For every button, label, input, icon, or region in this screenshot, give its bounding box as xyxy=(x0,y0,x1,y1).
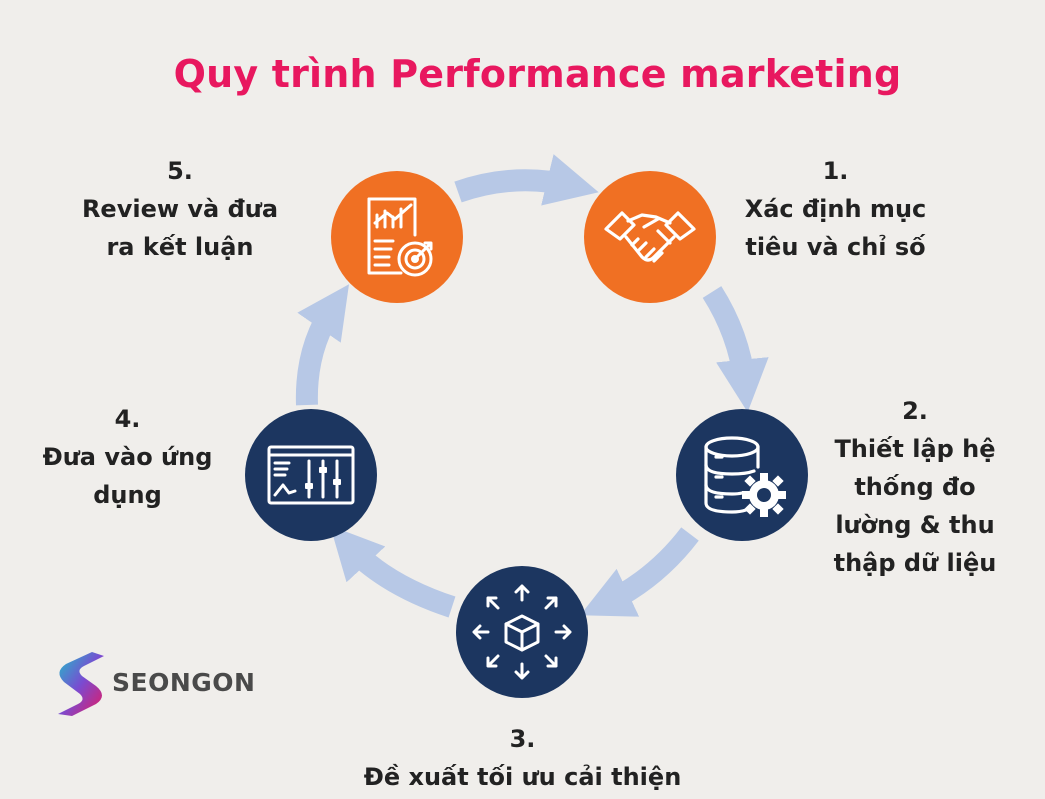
step-3-node xyxy=(456,566,588,698)
step-4-node xyxy=(245,409,377,541)
step-2-label: 2. Thiết lập hệ thống đo lường & thu thậ… xyxy=(820,392,1010,582)
step-text: Đề xuất tối ưu cải thiện xyxy=(363,763,682,791)
arrow-3-to-4 xyxy=(330,525,456,618)
database-gear-icon xyxy=(704,436,786,517)
dashboard-sliders-icon xyxy=(267,445,355,505)
box-expand-icon xyxy=(472,584,572,680)
step-4-label: 4. Đưa vào ứng dụng xyxy=(15,400,240,514)
handshake-icon xyxy=(604,211,696,263)
step-1-node xyxy=(584,171,716,303)
logo-text: SEONGON xyxy=(112,668,256,697)
arrow-1-to-2 xyxy=(702,286,769,413)
page-title: Quy trình Performance marketing xyxy=(173,52,902,96)
arrow-5-to-1 xyxy=(454,154,599,206)
step-1-label: 1. Xác định mục tiêu và chỉ số xyxy=(728,152,943,266)
arrow-2-to-3 xyxy=(580,527,699,617)
step-number: 4. xyxy=(114,405,141,433)
step-number: 2. xyxy=(902,397,928,425)
seongon-logo-mark xyxy=(58,652,104,716)
report-target-icon xyxy=(367,197,433,277)
step-text: Đưa vào ứng dụng xyxy=(42,443,213,509)
step-5-node xyxy=(331,171,463,303)
seongon-logo: SEONGON xyxy=(52,650,272,720)
step-text: Review và đưa ra kết luận xyxy=(81,195,279,261)
arrow-4-to-5 xyxy=(295,284,349,406)
step-5-label: 5. Review và đưa ra kết luận xyxy=(60,152,300,266)
step-text: Xác định mục tiêu và chỉ số xyxy=(744,195,927,261)
step-3-label: 3. Đề xuất tối ưu cải thiện xyxy=(330,720,715,796)
step-2-node xyxy=(676,409,808,541)
step-text: Thiết lập hệ thống đo lường & thu thập d… xyxy=(833,435,997,577)
step-number: 1. xyxy=(822,157,849,185)
step-number: 3. xyxy=(509,725,536,753)
step-number: 5. xyxy=(167,157,193,185)
